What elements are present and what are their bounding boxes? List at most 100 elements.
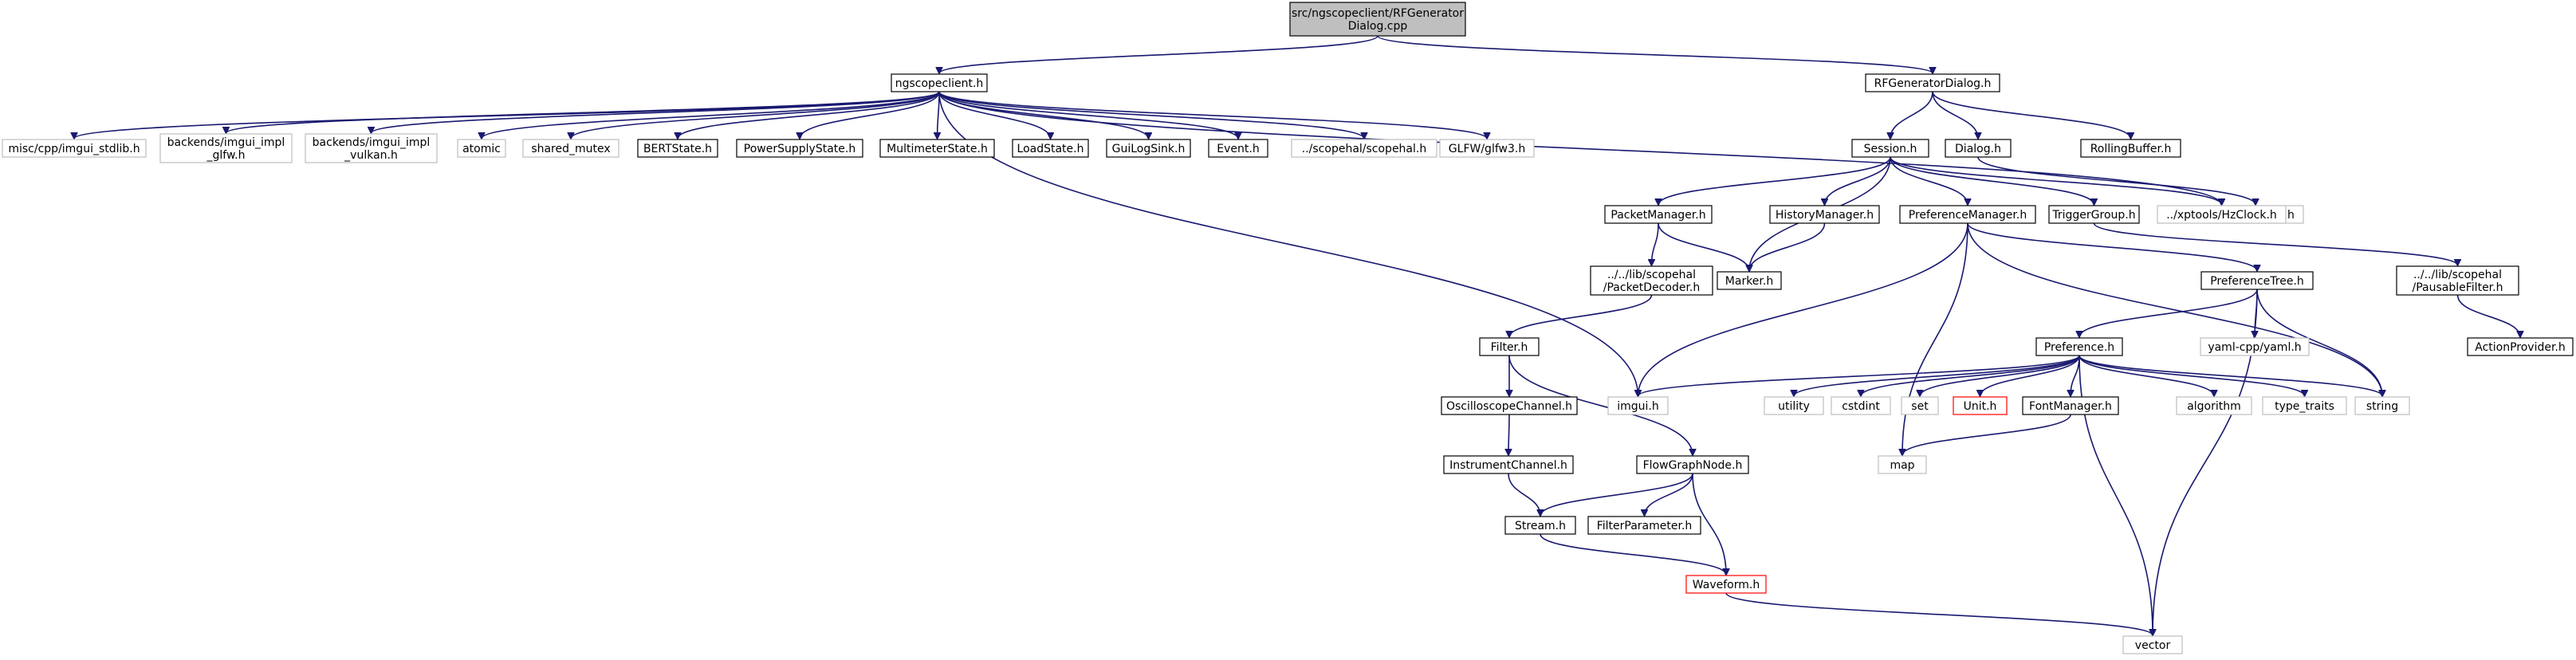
edge-FlowGraphNode-to-FilterParameter [1645,473,1693,516]
node-shared_mutex[interactable]: shared_mutex [522,139,619,158]
node-root[interactable]: src/ngscopeclient/RFGeneratorDialog.cpp [1289,2,1466,37]
node-atomic[interactable]: atomic [457,139,506,158]
node-label: HistoryManager.h [1776,209,1874,222]
node-PreferenceTree[interactable]: PreferenceTree.h [2200,271,2314,290]
node-LoadState[interactable]: LoadState.h [1012,139,1089,158]
node-MultimeterState[interactable]: MultimeterState.h [879,139,995,158]
node-label: ../scopehal/scopehal.h [1302,143,1426,155]
node-RollingBuffer[interactable]: RollingBuffer.h [2080,139,2181,158]
node-yaml[interactable]: yaml-cpp/yaml.h [2200,337,2310,356]
edge-RFGeneratorDialog_h-to-Session [1890,91,1933,139]
node-label: Event.h [1217,143,1259,155]
node-scopehal[interactable]: ../scopehal/scopehal.h [1291,139,1437,158]
node-label: cstdint [1842,400,1880,413]
node-label: Preference.h [2044,341,2114,354]
edge-PreferenceTree-to-string [2256,289,2382,396]
node-label: FontManager.h [2029,400,2112,413]
node-Stream[interactable]: Stream.h [1504,516,1576,535]
edge-Session-to-HistoryManager [1825,156,1891,205]
node-GuiLogSink[interactable]: GuiLogSink.h [1106,139,1191,158]
node-HzClock[interactable]: ../xptools/HzClock.h [2157,205,2287,224]
node-box [1685,575,1767,594]
node-PreferenceManager[interactable]: PreferenceManager.h [1899,205,2036,224]
node-imgui_impl_glfw[interactable]: backends/imgui_impl_glfw.h [159,133,293,163]
node-box [2080,139,2181,158]
node-PacketDecoder[interactable]: ../../lib/scopehal/PacketDecoder.h [1590,265,1713,296]
edge-PreferenceManager-to-string [1967,222,2382,396]
edge-Preference-to-Unit [1980,355,2080,396]
node-label: FilterParameter.h [1597,520,1693,532]
node-label: utility [1778,400,1810,413]
node-label: LoadState.h [1017,143,1084,155]
node-FilterParameter[interactable]: FilterParameter.h [1587,516,1701,535]
node-vector[interactable]: vector [2122,635,2183,654]
node-label: atomic [462,143,501,155]
edge-ngscopeclient_h-to-PowerSupplyState [800,91,940,139]
node-box [522,139,619,158]
node-box [457,139,506,158]
node-utility[interactable]: utility [1764,396,1824,415]
node-label: misc/cpp/imgui_stdlib.h [8,143,140,155]
node-HistoryManager[interactable]: HistoryManager.h [1769,205,1880,224]
edge-ngscopeclient_h-to-LoadState [938,91,1051,139]
node-type_traits[interactable]: type_traits [2262,396,2347,415]
node-box [2035,337,2123,356]
node-OscilloscopeChannel[interactable]: OscilloscopeChannel.h [1441,396,1578,415]
edge-TriggerGroup-to-PausableFilter [2093,222,2458,265]
node-box [2262,396,2347,415]
node-InstrumentChannel[interactable]: InstrumentChannel.h [1443,455,1574,474]
edges-layer [74,35,2520,635]
node-box [2200,271,2314,290]
node-label: /PausableFilter.h [2413,281,2503,294]
node-PausableFilter[interactable]: ../../lib/scopehal/PausableFilter.h [2396,265,2519,296]
node-Waveform[interactable]: Waveform.h [1685,575,1767,594]
node-BERTState[interactable]: BERTState.h [637,139,718,158]
node-box [2396,265,2519,296]
edge-OscilloscopeChannel-to-InstrumentChannel [1508,414,1509,455]
node-glfw3[interactable]: GLFW/glfw3.h [1439,139,1535,158]
node-box [1636,455,1749,474]
node-label: /PacketDecoder.h [1603,281,1700,294]
node-imgui_stdlib_misc[interactable]: misc/cpp/imgui_stdlib.h [2,139,147,158]
node-string[interactable]: string [2354,396,2410,415]
node-box [1851,139,1929,158]
node-imgui[interactable]: imgui.h [1607,396,1669,415]
node-PacketManager[interactable]: PacketManager.h [1604,205,1713,224]
edge-Preference-to-set [1920,355,2080,396]
node-Filter[interactable]: Filter.h [1479,337,1540,356]
node-box [305,133,438,163]
node-map[interactable]: map [1878,455,1927,474]
node-box [736,139,863,158]
node-label: Marker.h [1725,275,1773,288]
node-box [879,139,995,158]
node-PowerSupplyState[interactable]: PowerSupplyState.h [736,139,863,158]
node-TriggerGroup[interactable]: TriggerGroup.h [2048,205,2140,224]
edge-Preference-to-utility [1794,355,2080,396]
node-Marker[interactable]: Marker.h [1717,271,1782,290]
node-box [1441,396,1578,415]
edge-ngscopeclient_h-to-glfw3 [938,91,1487,139]
node-ngscopeclient_h[interactable]: ngscopeclient.h [891,73,988,92]
node-set[interactable]: set [1901,396,1939,415]
node-box [1590,265,1713,296]
node-cstdint[interactable]: cstdint [1831,396,1891,415]
edge-RFGeneratorDialog_h-to-RollingBuffer [1932,91,2131,139]
node-ActionProvider[interactable]: ActionProvider.h [2467,337,2574,356]
edge-ngscopeclient_h-to-imgui_impl_glfw [226,91,940,133]
node-Session[interactable]: Session.h [1851,139,1929,158]
edge-Waveform-to-vector [1725,592,2153,635]
node-RFGeneratorDialog_h[interactable]: RFGeneratorDialog.h [1865,73,2000,92]
node-Dialog[interactable]: Dialog.h [1945,139,2012,158]
node-box [1439,139,1535,158]
node-FontManager[interactable]: FontManager.h [2022,396,2119,415]
node-Unit[interactable]: Unit.h [1953,396,2008,415]
node-imgui_impl_vulkan[interactable]: backends/imgui_impl_vulkan.h [305,133,438,163]
edge-Filter-to-FlowGraphNode [1508,355,1693,455]
node-label: imgui.h [1617,400,1659,413]
node-FlowGraphNode[interactable]: FlowGraphNode.h [1636,455,1749,474]
node-algorithm[interactable]: algorithm [2176,396,2252,415]
node-Preference[interactable]: Preference.h [2035,337,2123,356]
node-label: vector [2135,639,2171,652]
node-Event[interactable]: Event.h [1208,139,1268,158]
node-box [1106,139,1191,158]
